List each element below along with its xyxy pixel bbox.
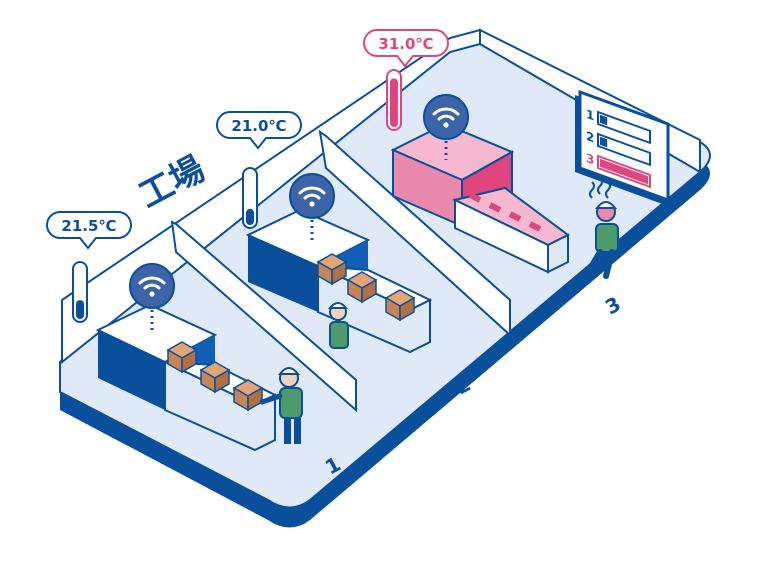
temperature-value-3: 31.0℃ — [378, 35, 433, 53]
partition-walls — [170, 129, 511, 413]
temp-bubble-3: 31.0℃ — [363, 29, 449, 68]
temperature-value-1: 21.5℃ — [61, 217, 116, 235]
thermometer-level — [246, 208, 254, 225]
monitor-row-label: 3 — [586, 150, 594, 168]
monitor-row: 3 — [586, 150, 651, 189]
thermometer-level — [390, 78, 398, 127]
zone-number-3: 3 — [601, 292, 625, 320]
monitor-bar — [600, 136, 608, 148]
monitor-row: 2 — [586, 128, 651, 167]
zone-2-machine — [245, 208, 433, 354]
temperature-value-2: 21.0℃ — [231, 117, 286, 135]
thermometer-icon — [386, 69, 402, 131]
monitor-row: 1 — [586, 106, 651, 145]
monitor-row-label: 1 — [586, 106, 594, 124]
worker-zone-2 — [327, 302, 349, 349]
zone-1-machine — [95, 303, 278, 452]
zone-3-machine — [390, 122, 570, 274]
monitor-bar — [600, 158, 648, 185]
thermometer-level — [76, 300, 84, 319]
temp-bubble-2: 21.0℃ — [216, 111, 302, 150]
thermometer-icon — [72, 261, 88, 323]
temp-bubble-1: 21.5℃ — [46, 211, 132, 250]
monitor-row-label: 2 — [586, 128, 594, 146]
thermometer-icon — [242, 167, 258, 229]
monitor-bar — [600, 114, 608, 126]
status-monitor: 1 2 3 — [575, 89, 670, 205]
worker-zone-1 — [259, 367, 303, 444]
